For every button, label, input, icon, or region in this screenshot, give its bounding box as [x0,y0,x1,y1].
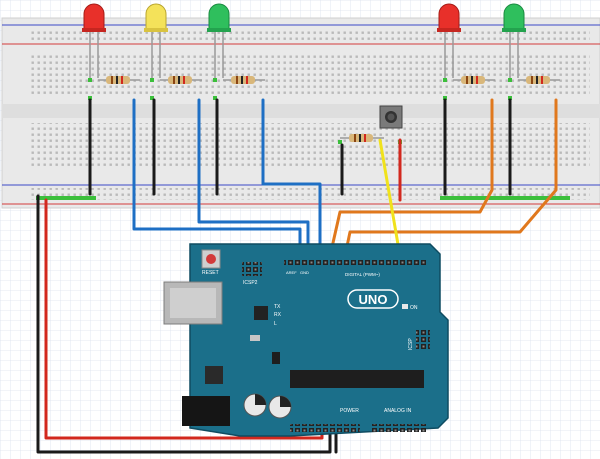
analog-label: ANALOG IN [384,408,412,414]
rx-label: RX [274,312,282,318]
icsp2-label: ICSP2 [243,280,258,286]
resistor-1 [98,76,140,84]
led-3 [207,3,231,78]
reset-label: RESET [202,270,219,276]
resistor-3 [223,76,265,84]
reset-button [206,254,216,264]
digital-header [284,258,426,266]
led-5 [502,3,526,78]
icsp-header [416,328,430,349]
usb-chip [254,306,268,320]
analog-header [370,424,426,432]
push-button [379,105,403,129]
led-1 [82,3,106,78]
power-header [290,424,360,432]
icsp-label: ICSP [408,338,414,350]
tx-label: TX [274,304,281,310]
on-label: ON [410,305,418,311]
led-2 [144,3,168,78]
resistor-5 [518,76,560,84]
on-led [402,304,408,309]
digital-label: DIGITAL (PWM~) [345,272,380,277]
voltage-regulator [205,366,223,384]
resistor-6 [340,134,384,142]
led-4 [437,3,461,78]
gnd-label: GND [300,270,309,275]
power-jack [182,396,230,426]
arduino-board: RESET ICSP2 DIGITAL (PWM~) AREF GND TX R… [163,243,449,437]
breadboard [1,17,600,209]
uno-logo: UNO [359,292,388,307]
uno-logo-frame [347,289,399,309]
resistors [98,76,560,142]
l-label: L [274,321,277,327]
atmega-chip [290,370,424,388]
resistor-4 [453,76,495,84]
icsp2-header [242,262,262,276]
aref-label: AREF [286,270,297,275]
resistor-2 [160,76,202,84]
power-label: POWER [340,408,359,414]
